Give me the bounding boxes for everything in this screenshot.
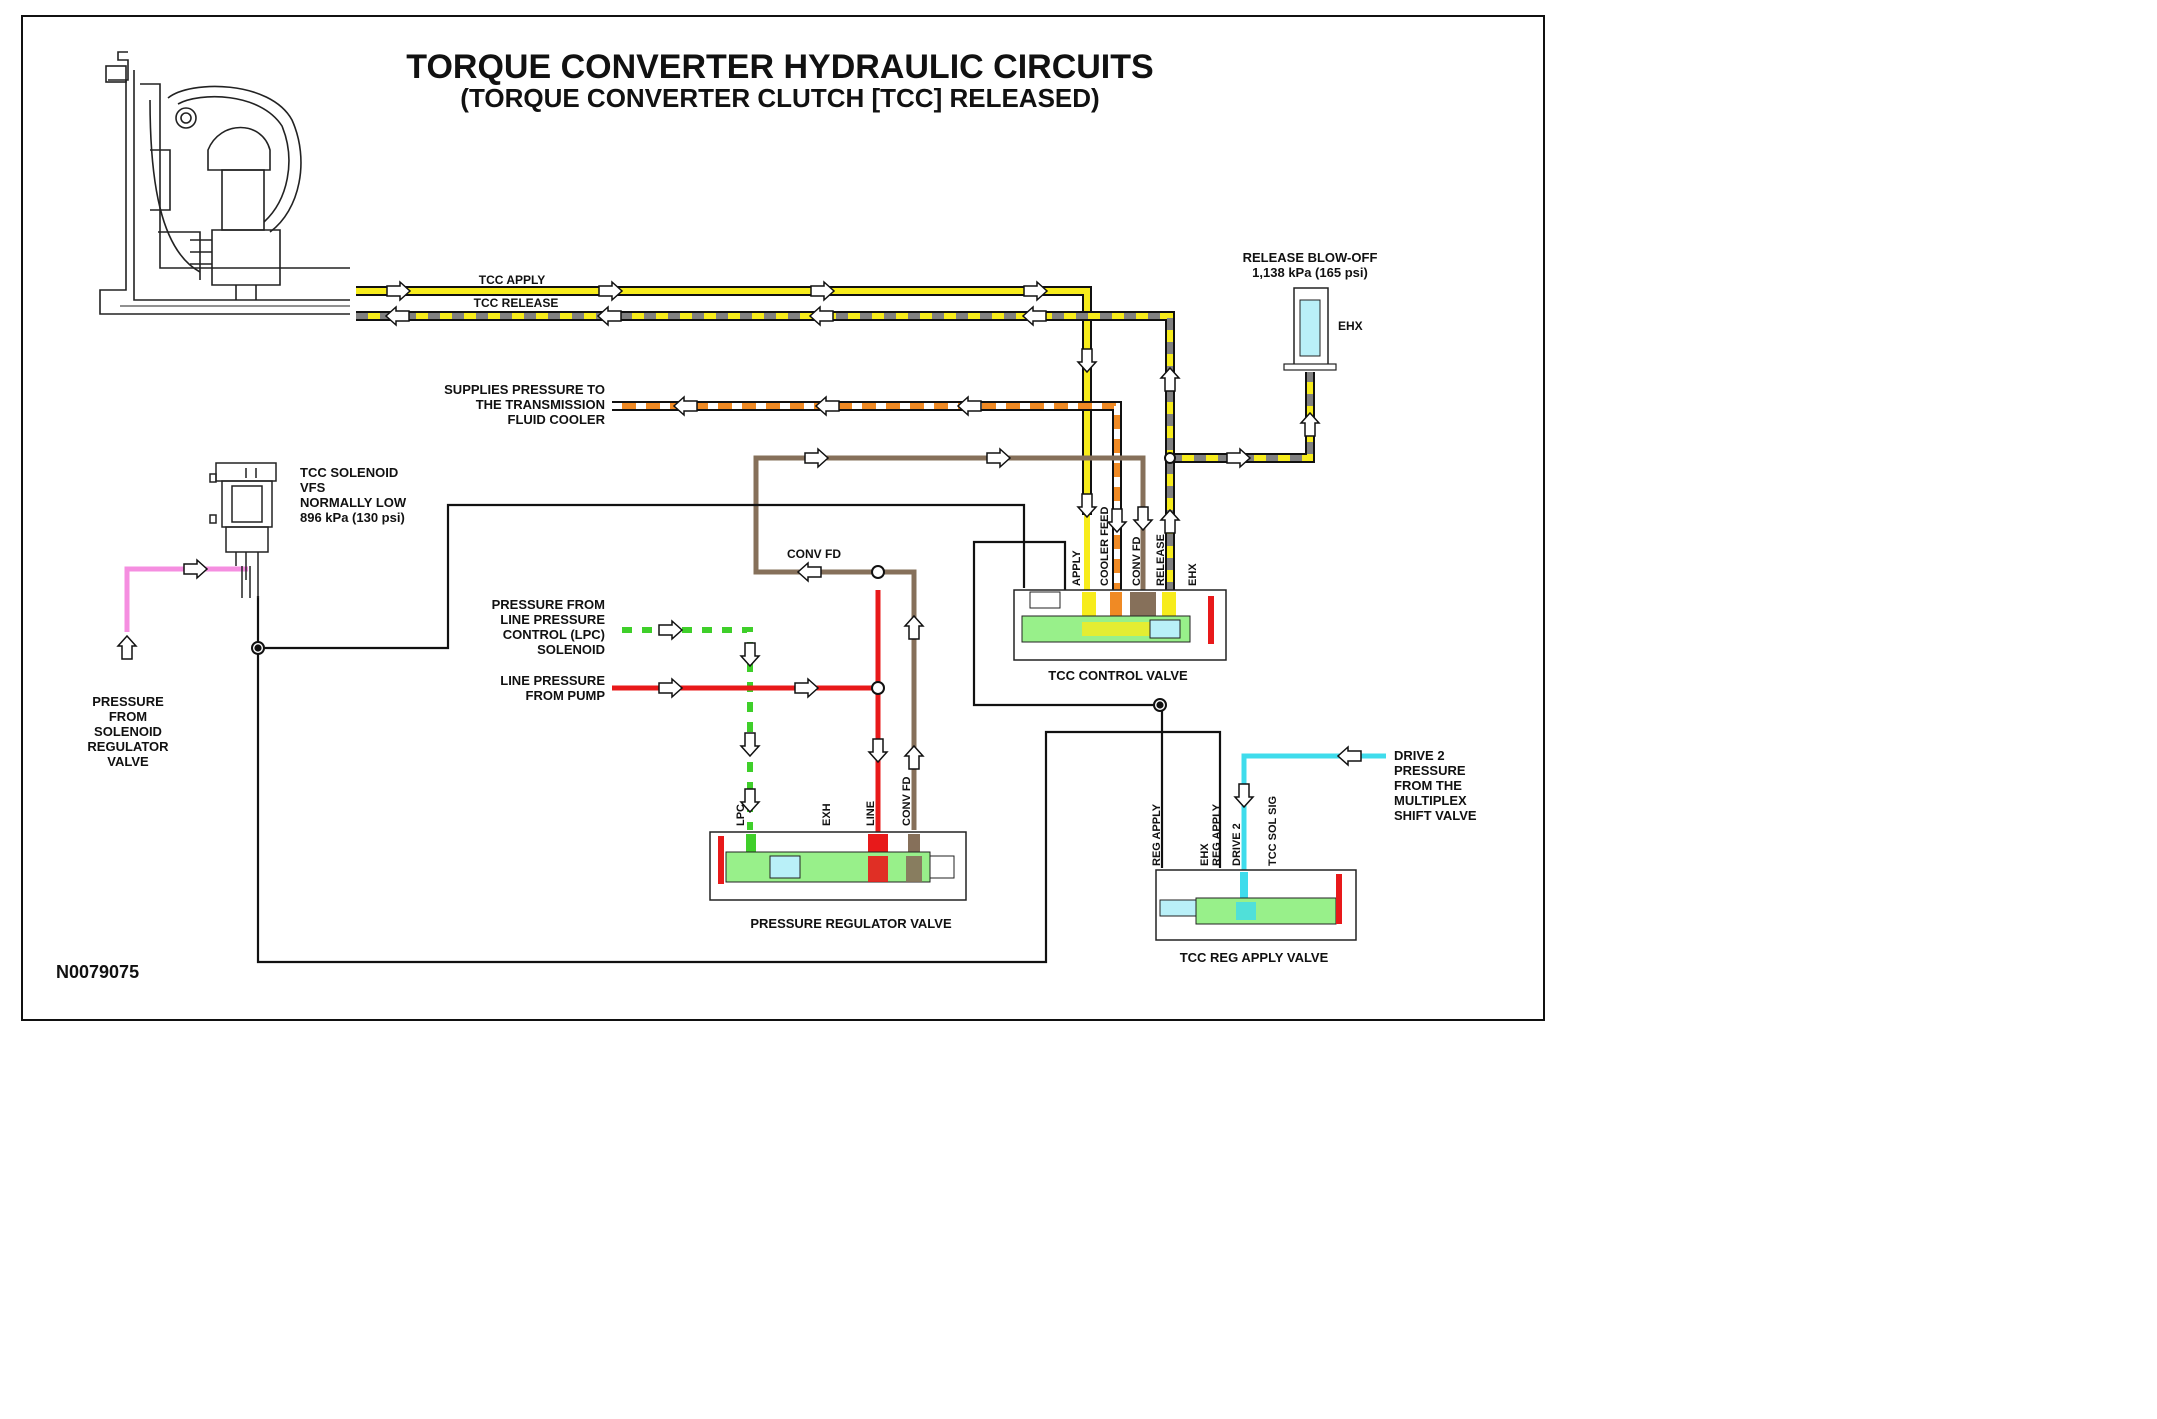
solenoid-label-1: TCC SOLENOID: [300, 465, 398, 480]
blowoff-ehx-label: EHX: [1338, 319, 1363, 333]
cooler-circuit: [612, 401, 1122, 600]
conv-fd-label: CONV FD: [787, 547, 841, 561]
diagram-subtitle: (TORQUE CONVERTER CLUTCH [TCC] RELEASED): [460, 83, 1099, 113]
figure-id: N0079075: [56, 962, 139, 982]
tcc-control-port-ehx: EHX: [1187, 563, 1199, 586]
drive2-label-3: FROM THE: [1394, 778, 1462, 793]
lpc-label-3: CONTROL (LPC): [503, 627, 605, 642]
reg-port-conv-fd: CONV FD: [901, 776, 913, 826]
tcc-control-port-cooler-feed: COOLER FEED: [1099, 506, 1111, 586]
reg-port-lpc: LPC: [735, 804, 747, 826]
tcc-release-circuit: [356, 311, 1315, 600]
drive2-label-1: DRIVE 2: [1394, 748, 1445, 763]
junction-dot: [871, 681, 885, 695]
conv-feed-circuit: [753, 455, 1146, 830]
cooler-label-2: THE TRANSMISSION: [476, 397, 605, 412]
sol-reg-label-3: SOLENOID: [94, 724, 162, 739]
solenoid-reg-circuit: [124, 566, 248, 632]
drive2-label-4: MULTIPLEX: [1394, 793, 1467, 808]
cooler-label-3: FLUID COOLER: [508, 412, 606, 427]
junction-dot: [871, 565, 885, 579]
sol-reg-label-4: REGULATOR: [87, 739, 169, 754]
sol-reg-label-1: PRESSURE: [92, 694, 164, 709]
frame-border: [21, 15, 1545, 1021]
hydraulic-diagram: TORQUE CONVERTER HYDRAULIC CIRCUITS (TOR…: [21, 15, 1545, 1021]
sol-reg-label-5: VALVE: [107, 754, 149, 769]
tcc-control-port-release: RELEASE: [1155, 534, 1167, 586]
tcc-control-port-apply: APPLY: [1071, 550, 1083, 586]
tcc-control-port-conv-fd: CONV FD: [1131, 536, 1143, 586]
sol-reg-label-2: FROM: [109, 709, 147, 724]
tcc-control-valve-label: TCC CONTROL VALVE: [1048, 668, 1188, 683]
tcc-reg-apply-valve: [1155, 869, 1357, 941]
solenoid-label-2: VFS: [300, 480, 326, 495]
reg-port-exh: EXH: [821, 803, 833, 826]
diagram-title: TORQUE CONVERTER HYDRAULIC CIRCUITS: [406, 48, 1153, 86]
tcc-apply-circuit: [356, 286, 1094, 601]
regapply-port-ehx: EHX: [1199, 843, 1211, 866]
lpc-label-2: LINE PRESSURE: [500, 612, 605, 627]
reg-port-line: LINE: [865, 801, 877, 826]
line-label-1: LINE PRESSURE: [500, 673, 605, 688]
torque-converter-drawing: [99, 51, 350, 315]
tcc-release-label: TCC RELEASE: [474, 296, 559, 310]
regapply-port-tcc-sol-sig: TCC SOL SIG: [1267, 796, 1279, 866]
pressure-regulator-label: PRESSURE REGULATOR VALVE: [750, 916, 952, 931]
pressure-regulator-valve: [709, 831, 967, 901]
line-label-2: FROM PUMP: [526, 688, 606, 703]
lpc-label-1: PRESSURE FROM: [492, 597, 605, 612]
tcc-solenoid-signal-circuit: [251, 503, 1222, 964]
lpc-label-4: SOLENOID: [537, 642, 605, 657]
cooler-label-1: SUPPLIES PRESSURE TO: [444, 382, 605, 397]
junction-dot: [1164, 452, 1176, 464]
drive2-label-2: PRESSURE: [1394, 763, 1466, 778]
regapply-port-drive2: DRIVE 2: [1231, 823, 1243, 866]
tcc-solenoid-drawing: [209, 462, 277, 598]
tcc-control-valve: [1013, 589, 1227, 661]
release-blowoff-valve: [1283, 287, 1337, 371]
solenoid-label-3: NORMALLY LOW: [300, 495, 407, 510]
blowoff-label-2: 1,138 kPa (165 psi): [1252, 265, 1368, 280]
regapply-port-reg-apply-2: REG APPLY: [1211, 803, 1223, 866]
blowoff-label-1: RELEASE BLOW-OFF: [1243, 250, 1378, 265]
tcc-apply-label: TCC APPLY: [479, 273, 545, 287]
line-pressure-circuit: [612, 590, 885, 840]
solenoid-label-4: 896 kPa (130 psi): [300, 510, 405, 525]
lpc-circuit: [612, 627, 753, 830]
tcc-reg-apply-label: TCC REG APPLY VALVE: [1180, 950, 1329, 965]
drive2-label-5: SHIFT VALVE: [1394, 808, 1477, 823]
regapply-port-reg-apply-1: REG APPLY: [1151, 803, 1163, 866]
